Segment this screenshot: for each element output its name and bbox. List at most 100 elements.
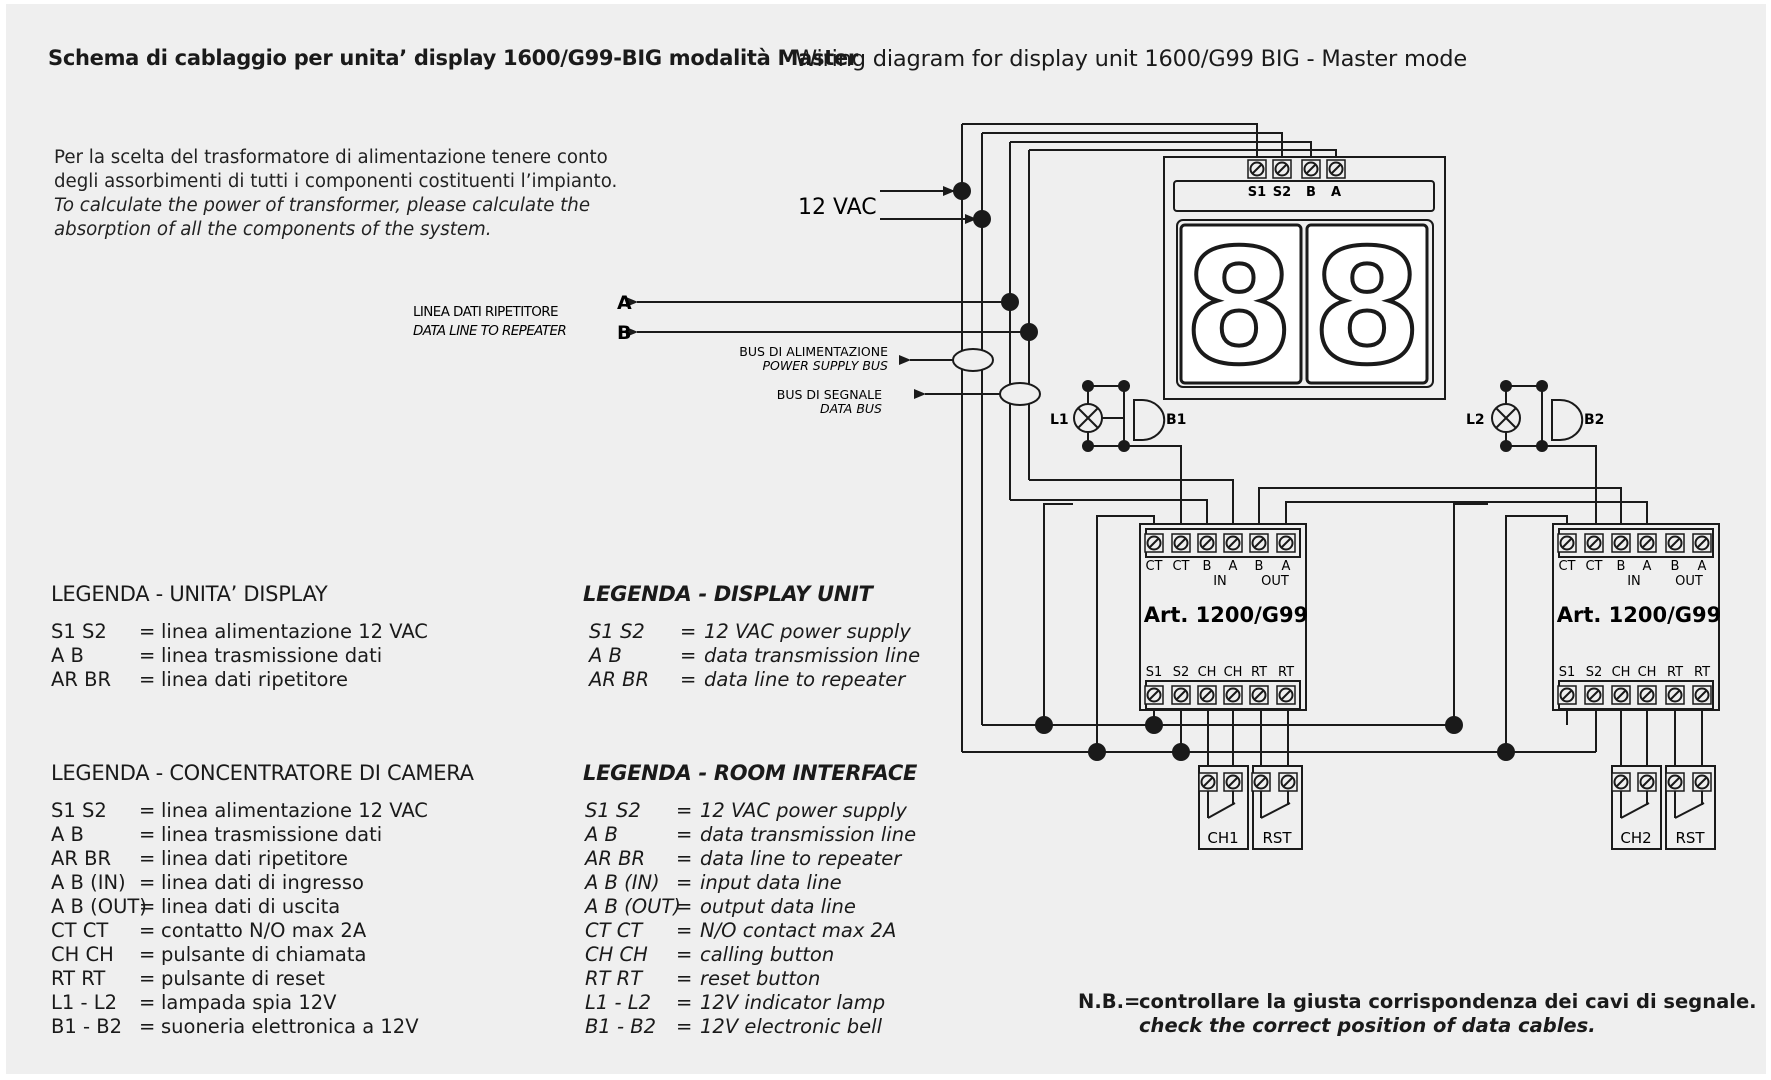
legend-eq: = bbox=[676, 799, 693, 822]
lamp1-label: L1 bbox=[1050, 412, 1069, 428]
legend-val: calling button bbox=[700, 943, 835, 966]
legend-row: A B=linea trasmissione dati bbox=[51, 823, 511, 847]
module-bottom-label: S1 bbox=[1559, 665, 1576, 680]
line-b-label: B bbox=[617, 322, 631, 344]
module-top-label: A bbox=[1698, 559, 1707, 574]
note-it-line2: degli assorbimenti di tutti i componenti… bbox=[54, 171, 618, 192]
legend-display-it-heading: LEGENDA - UNITA’ DISPLAY bbox=[51, 582, 328, 606]
button-terminal-screw bbox=[1637, 772, 1657, 792]
module-top-label: CT bbox=[1145, 559, 1162, 574]
vac-label: 12 VAC bbox=[798, 195, 877, 220]
display-terminal-screw bbox=[1247, 159, 1267, 179]
note-it-line1: Per la scelta del trasformatore di alime… bbox=[54, 147, 608, 168]
legend-eq: = bbox=[680, 644, 697, 667]
legend-row: CT CT=N/O contact max 2A bbox=[585, 919, 915, 943]
legend-val: data transmission line bbox=[704, 644, 921, 667]
legend-key: S1 S2 bbox=[51, 799, 107, 822]
lamp-l2 bbox=[1491, 403, 1521, 433]
module1-title: Art. 1200/G99 bbox=[1144, 603, 1309, 627]
legend-eq: = bbox=[676, 967, 693, 990]
legend-val: data line to repeater bbox=[704, 668, 906, 691]
legend-eq: = bbox=[676, 991, 693, 1014]
module-top-screw bbox=[1249, 533, 1269, 553]
footnote-en: check the correct position of data cable… bbox=[1139, 1014, 1596, 1037]
legend-val: data line to repeater bbox=[700, 847, 902, 870]
lamp-l1 bbox=[1073, 403, 1103, 433]
display-terminal-screw bbox=[1301, 159, 1321, 179]
legend-eq: = bbox=[676, 1015, 693, 1038]
module-top-label: B bbox=[1617, 559, 1626, 574]
module2-title: Art. 1200/G99 bbox=[1557, 603, 1722, 627]
legend-val: N/O contact max 2A bbox=[700, 919, 897, 942]
module-top-screw bbox=[1637, 533, 1657, 553]
button-terminal-screw bbox=[1611, 772, 1631, 792]
legend-row: L1 - L2=12V indicator lamp bbox=[585, 991, 915, 1015]
module-top-screw bbox=[1692, 533, 1712, 553]
display-terminal-label: S2 bbox=[1273, 185, 1291, 200]
module-bottom-screw bbox=[1249, 685, 1269, 705]
legend-key: AR BR bbox=[51, 668, 112, 691]
module-bottom-screw bbox=[1144, 685, 1164, 705]
legend-key: A B bbox=[585, 823, 618, 846]
legend-key: A B bbox=[51, 823, 84, 846]
button-terminal-screw bbox=[1251, 772, 1271, 792]
legend-row: S1 S2=linea alimentazione 12 VAC bbox=[51, 799, 511, 823]
legend-val: linea dati di uscita bbox=[161, 895, 341, 918]
legend-row: AR BR=data line to repeater bbox=[585, 847, 915, 871]
legend-row: B1 - B2=suoneria elettronica a 12V bbox=[51, 1015, 511, 1039]
legend-val: linea trasmissione dati bbox=[161, 644, 383, 667]
module2-out-label: OUT bbox=[1675, 574, 1703, 589]
title-italian: Schema di cablaggio per unita’ display 1… bbox=[48, 46, 858, 70]
display-terminal-label: A bbox=[1331, 185, 1341, 200]
legend-key: A B (OUT) bbox=[51, 895, 147, 918]
legend-row: RT RT=reset button bbox=[585, 967, 915, 991]
bell2-label: B2 bbox=[1584, 412, 1604, 428]
legend-val: linea alimentazione 12 VAC bbox=[161, 799, 428, 822]
legend-eq: = bbox=[139, 620, 156, 643]
legend-eq: = bbox=[139, 895, 156, 918]
module-bottom-screw bbox=[1637, 685, 1657, 705]
bell-b1 bbox=[1133, 399, 1166, 441]
button-terminal-screw bbox=[1198, 772, 1218, 792]
legend-row: S1 S2=12 VAC power supply bbox=[589, 620, 919, 644]
legend-val: 12V electronic bell bbox=[700, 1015, 882, 1038]
legend-key: CT CT bbox=[51, 919, 109, 942]
switch-symbol bbox=[1207, 791, 1236, 819]
power-bus-label-en: POWER SUPPLY BUS bbox=[763, 358, 889, 373]
legend-row: AR BR=data line to repeater bbox=[589, 668, 919, 692]
legend-key: CH CH bbox=[51, 943, 114, 966]
module-top-label: B bbox=[1671, 559, 1680, 574]
legend-eq: = bbox=[139, 847, 156, 870]
legend-key: CH CH bbox=[585, 943, 648, 966]
line-a-label: A bbox=[617, 292, 632, 314]
module-bottom-screw bbox=[1171, 685, 1191, 705]
legend-eq: = bbox=[139, 1015, 156, 1038]
power-bus-label-it: BUS DI ALIMENTAZIONE bbox=[739, 344, 888, 359]
legend-eq: = bbox=[676, 895, 693, 918]
module-top-label: B bbox=[1255, 559, 1264, 574]
module-bottom-label: RT bbox=[1667, 665, 1683, 680]
legend-val: linea trasmissione dati bbox=[161, 823, 383, 846]
legend-key: L1 - L2 bbox=[51, 991, 117, 1014]
legend-key: S1 S2 bbox=[51, 620, 107, 643]
display-terminal-label: B bbox=[1306, 185, 1316, 200]
button-terminal-screw bbox=[1223, 772, 1243, 792]
diagram-sheet bbox=[6, 4, 1766, 1074]
legend-row: CH CH=pulsante di chiamata bbox=[51, 943, 511, 967]
module-bottom-screw bbox=[1276, 685, 1296, 705]
module-top-screw bbox=[1276, 533, 1296, 553]
module-top-label: A bbox=[1643, 559, 1652, 574]
legend-key: A B bbox=[51, 644, 84, 667]
module-bottom-screw bbox=[1692, 685, 1712, 705]
module-bottom-label: S1 bbox=[1146, 665, 1163, 680]
legend-eq: = bbox=[680, 620, 697, 643]
button-terminal-screw bbox=[1278, 772, 1298, 792]
display-digit-2: 8 bbox=[1312, 216, 1422, 400]
module-bottom-label: RT bbox=[1694, 665, 1710, 680]
module-bottom-label: CH bbox=[1638, 665, 1657, 680]
module2-in-label: IN bbox=[1627, 574, 1641, 589]
module-top-label: CT bbox=[1172, 559, 1189, 574]
legend-room-it-heading: LEGENDA - CONCENTRATORE DI CAMERA bbox=[51, 761, 474, 785]
legend-val: 12 VAC power supply bbox=[704, 620, 911, 643]
legend-row: B1 - B2=12V electronic bell bbox=[585, 1015, 915, 1039]
